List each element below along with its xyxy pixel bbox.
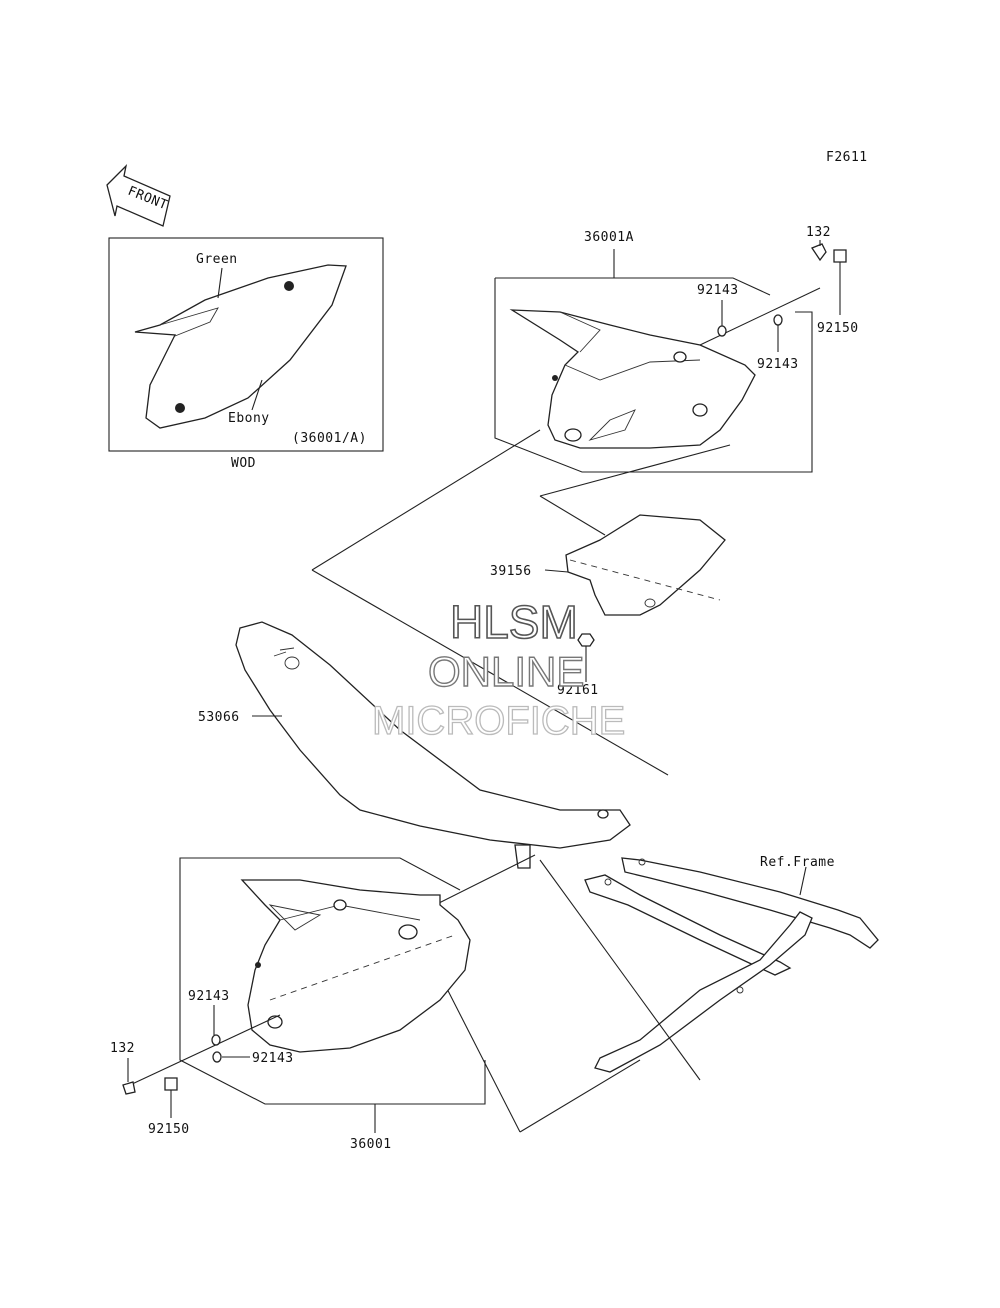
label-92143-c: 92143 <box>188 989 230 1004</box>
watermark: HLSM ONLINE MICROFICHE <box>371 595 626 743</box>
washer-92143-a <box>717 325 727 337</box>
screw-132-top <box>811 243 827 262</box>
ref-frame: Ref.Frame <box>584 855 879 1073</box>
label-92161: 92161 <box>557 683 599 698</box>
label-92150-bottom: 92150 <box>148 1122 190 1137</box>
inset-caption: WOD <box>231 456 256 471</box>
label-36001: 36001 <box>350 1137 392 1152</box>
label-ref-frame: Ref.Frame <box>760 855 835 870</box>
panel-39156: 39156 92161 <box>490 514 726 698</box>
washer-92143-b <box>773 314 783 326</box>
front-arrow-icon: FRONT <box>106 164 171 227</box>
washer-92143-d <box>212 1051 222 1063</box>
inset-box: Green Ebony (36001/A) <box>108 237 384 452</box>
nut-92161 <box>577 633 595 647</box>
side-cover-36001 <box>240 879 471 1053</box>
inset-part-ref: (36001/A) <box>292 431 367 446</box>
label-53066: 53066 <box>198 710 240 725</box>
bolt-92150-bottom <box>164 1077 178 1091</box>
watermark-line1: HLSM <box>450 596 578 648</box>
figure-code: F2611 <box>826 150 868 165</box>
inset-side-cover <box>134 264 347 429</box>
label-132-bottom: 132 <box>110 1041 135 1056</box>
assembly-36001A: 36001A 132 92143 92150 92143 <box>494 225 859 473</box>
inset-color-top: Green <box>196 252 238 267</box>
label-36001A: 36001A <box>584 230 634 245</box>
label-39156: 39156 <box>490 564 532 579</box>
seat-53066: 53066 <box>198 621 631 869</box>
watermark-line3: MICROFICHE <box>372 699 625 743</box>
label-92143-d: 92143 <box>252 1051 294 1066</box>
assembly-36001: 36001 132 92143 92143 92150 <box>110 857 486 1152</box>
label-92143-b: 92143 <box>757 357 799 372</box>
washer-92143-c <box>211 1034 221 1046</box>
label-132-top: 132 <box>806 225 831 240</box>
label-92150-top: 92150 <box>817 321 859 336</box>
screw-132-bottom <box>122 1081 136 1095</box>
bolt-92150-top <box>833 249 847 263</box>
inset-grommet-bottom <box>175 403 185 413</box>
label-92143-a: 92143 <box>697 283 739 298</box>
inset-grommet-top <box>284 281 294 291</box>
watermark-line2: ONLINE <box>428 648 584 695</box>
inset-color-bottom: Ebony <box>228 411 270 426</box>
